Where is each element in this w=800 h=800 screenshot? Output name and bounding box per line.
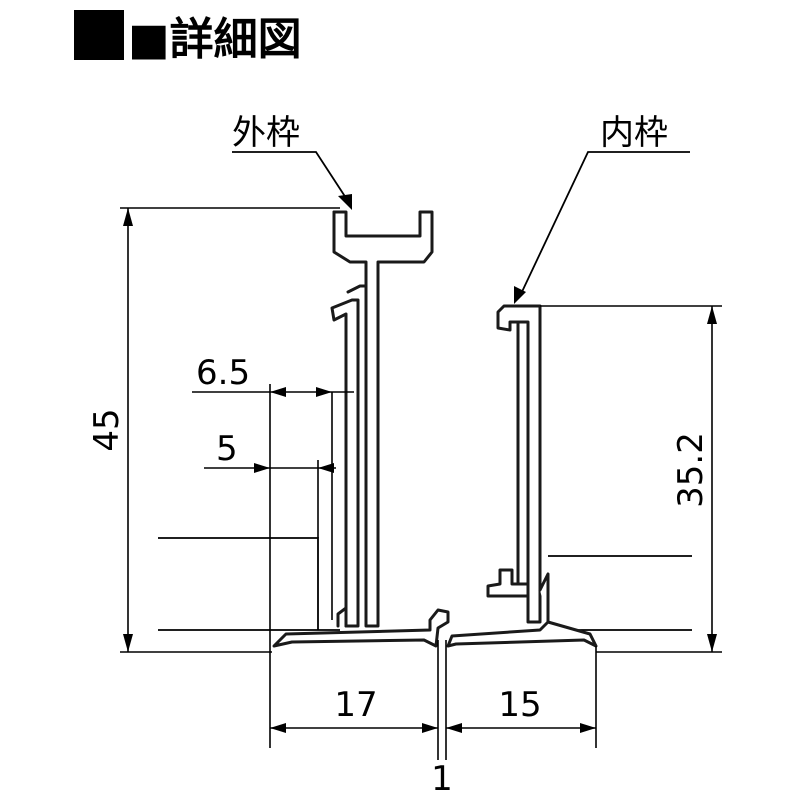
inner-frame-leader xyxy=(519,151,690,297)
inner-frame-profile xyxy=(486,304,550,624)
dimension-45: 45 xyxy=(87,207,340,653)
dimension-35-2: 35.2 xyxy=(540,305,722,653)
svg-text:35.2: 35.2 xyxy=(671,432,711,508)
inner-frame-leader-arrow xyxy=(514,286,526,304)
svg-text:6.5: 6.5 xyxy=(196,353,250,393)
outer-frame-leader xyxy=(232,151,347,199)
inner-frame-label: 内枠 xyxy=(600,113,668,153)
svg-text:17: 17 xyxy=(334,685,377,725)
dimension-6-5: 6.5 xyxy=(192,353,354,646)
outer-frame-profile xyxy=(330,210,434,628)
svg-text:45: 45 xyxy=(87,408,127,451)
svg-text:5: 5 xyxy=(216,429,238,469)
dimension-1: 1 xyxy=(431,759,453,799)
reference-lines xyxy=(158,537,692,631)
svg-text:1: 1 xyxy=(431,759,453,799)
svg-text:15: 15 xyxy=(498,685,541,725)
outer-frame-leader-arrow xyxy=(338,194,352,210)
title-square-icon xyxy=(74,10,124,60)
dimension-5: 5 xyxy=(204,429,336,538)
page-title: ■詳細図 xyxy=(128,14,302,65)
base-profile xyxy=(272,608,598,648)
dimension-15: 15 xyxy=(445,640,597,760)
dimension-17: 17 xyxy=(269,640,439,760)
outer-frame-label: 外枠 xyxy=(232,113,300,153)
